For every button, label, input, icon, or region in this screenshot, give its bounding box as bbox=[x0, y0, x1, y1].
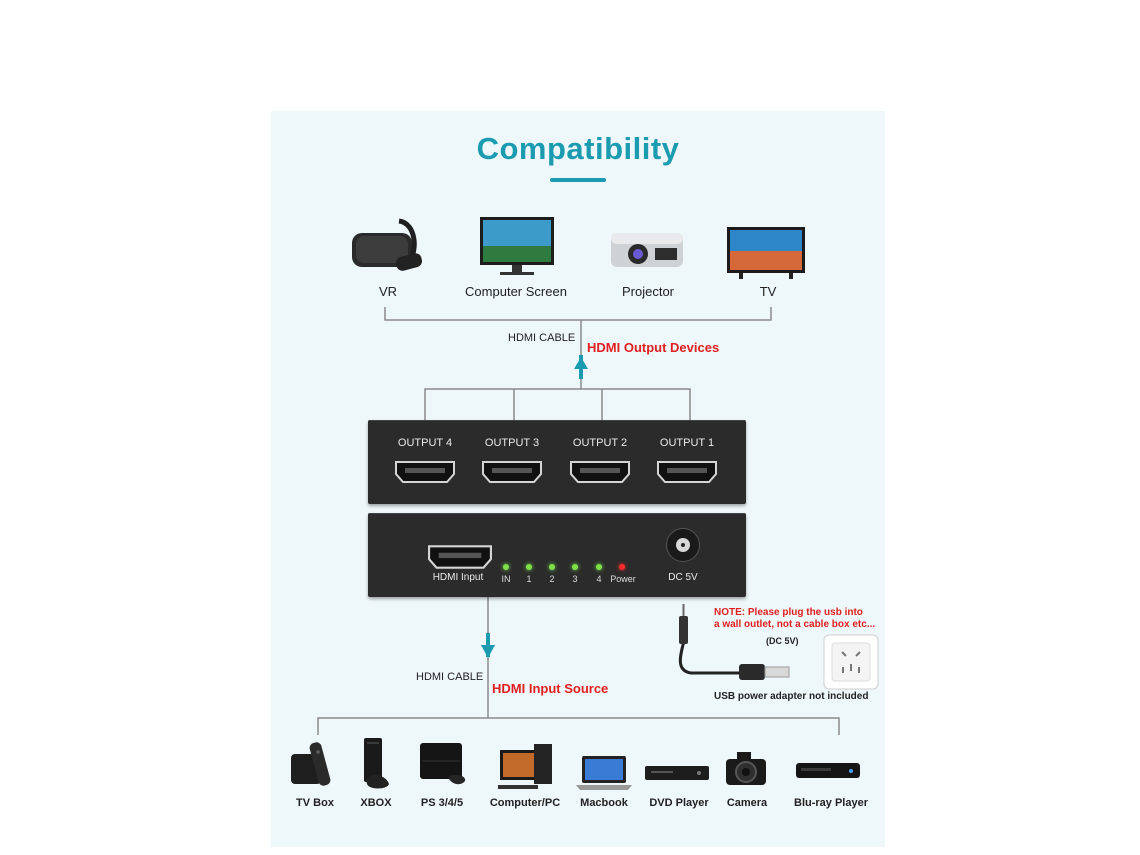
source-label-dvd-player: DVD Player bbox=[649, 797, 709, 809]
vr-headset-icon bbox=[352, 218, 423, 271]
led-label-in: IN bbox=[501, 574, 511, 584]
dvd-player-icon bbox=[645, 766, 709, 780]
source-label-tv-box: TV Box bbox=[296, 797, 334, 809]
source-label-ps: PS 3/4/5 bbox=[420, 797, 464, 809]
bluray-player-icon bbox=[796, 763, 860, 778]
device-label-tv: TV bbox=[759, 284, 777, 299]
hdmi-port-icon bbox=[570, 461, 630, 483]
device-label-vr: VR bbox=[378, 284, 398, 299]
camera-icon bbox=[726, 752, 766, 785]
led-power bbox=[619, 564, 625, 570]
hdmi-port-icon bbox=[395, 461, 455, 483]
desktop-pc-icon bbox=[498, 744, 552, 789]
led-label-3: 3 bbox=[572, 574, 578, 584]
hdmi-input-label: HDMI Input bbox=[432, 572, 484, 583]
dc-5v-label: DC 5V bbox=[668, 572, 698, 583]
output-3-label: OUTPUT 3 bbox=[484, 437, 540, 449]
xbox-icon bbox=[364, 738, 389, 789]
led-4 bbox=[596, 564, 602, 570]
led-label-power: Power bbox=[610, 574, 636, 584]
hdmi-port-icon bbox=[428, 545, 492, 569]
output-device-icons bbox=[352, 217, 805, 279]
hdmi-port-icon bbox=[482, 461, 542, 483]
led-in bbox=[503, 564, 509, 570]
laptop-icon bbox=[576, 756, 632, 790]
led-2 bbox=[549, 564, 555, 570]
source-label-macbook: Macbook bbox=[580, 797, 628, 809]
source-device-icons bbox=[291, 738, 860, 790]
led-label-1: 1 bbox=[526, 574, 532, 584]
output-1-label: OUTPUT 1 bbox=[659, 437, 715, 449]
source-label-xbox: XBOX bbox=[360, 797, 392, 809]
input-cable-label: HDMI CABLE bbox=[416, 671, 484, 683]
power-note-line2: a wall outlet, not a cable box etc... bbox=[714, 619, 876, 630]
input-caption: HDMI Input Source bbox=[492, 681, 609, 696]
output-2-label: OUTPUT 2 bbox=[572, 437, 628, 449]
adapter-note: USB power adapter not included bbox=[714, 691, 869, 702]
connector-lines bbox=[317, 307, 879, 735]
output-4-label: OUTPUT 4 bbox=[397, 437, 453, 449]
led-3 bbox=[572, 564, 578, 570]
output-caption: HDMI Output Devices bbox=[587, 340, 720, 355]
source-label-computer-pc: Computer/PC bbox=[489, 797, 561, 809]
compatibility-panel: Compatibility bbox=[271, 111, 885, 847]
dc-jack-icon bbox=[666, 528, 700, 562]
power-note-line1: NOTE: Please plug the usb into bbox=[714, 607, 863, 618]
splitter-output-side: OUTPUT 4 OUTPUT 3 OUTPUT 2 OUTPUT 1 bbox=[368, 420, 746, 504]
splitter-input-side: HDMI Input IN 1 2 3 4 Power DC 5V bbox=[368, 513, 746, 597]
led-label-2: 2 bbox=[549, 574, 555, 584]
dc-5v-tag: (DC 5V) bbox=[766, 636, 799, 646]
monitor-icon bbox=[480, 217, 554, 275]
device-label-projector: Projector bbox=[621, 284, 675, 299]
playstation-icon bbox=[420, 743, 466, 785]
device-label-computer-screen: Computer Screen bbox=[465, 284, 567, 299]
tv-box-icon bbox=[291, 742, 331, 786]
led-label-4: 4 bbox=[596, 574, 602, 584]
output-cable-label: HDMI CABLE bbox=[508, 332, 576, 344]
page-title: Compatibility bbox=[476, 131, 680, 166]
source-label-bluray-player: Blu-ray Player bbox=[794, 797, 868, 809]
hdmi-port-icon bbox=[657, 461, 717, 483]
projector-icon bbox=[611, 233, 683, 267]
source-label-camera: Camera bbox=[726, 797, 768, 809]
title-underline bbox=[550, 178, 606, 182]
led-1 bbox=[526, 564, 532, 570]
tv-icon bbox=[727, 227, 805, 279]
